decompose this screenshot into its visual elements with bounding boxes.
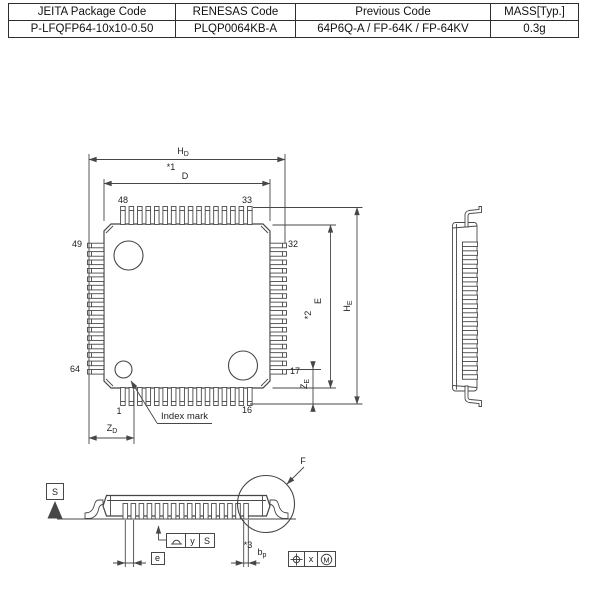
pin-number-33: 33: [241, 195, 252, 205]
pin-number-32: 32: [287, 239, 298, 249]
dim-label-he: HE: [342, 300, 354, 312]
side-bottom-lead: [464, 385, 482, 407]
position-symbol-icon: [289, 552, 304, 566]
renesas-code-value: PLQP0064KB-A: [175, 20, 296, 38]
side-top-lead: [464, 206, 482, 228]
pin-number-17: 17: [289, 366, 300, 376]
fcf-position-tolerance: x: [304, 552, 317, 566]
dim-label-bp: bp: [257, 547, 267, 560]
corner-mark-circle: [227, 350, 259, 381]
previous-code-value: 64P6Q-A / FP-64K / FP-64KV: [295, 20, 491, 38]
svg-text:M: M: [323, 555, 329, 564]
pins-right: [269, 242, 287, 375]
table-value-row: P-LFQFP64-10x10-0.50 PLQP0064KB-A 64P6Q-…: [8, 20, 579, 38]
mass-value: 0.3g: [490, 20, 579, 38]
detail-label-f: F: [300, 456, 306, 466]
seating-plane-symbol-icon: [167, 534, 185, 547]
package-info-table: JEITA Package Code RENESAS Code Previous…: [8, 3, 579, 38]
dim-label-e: E: [313, 298, 323, 305]
pins-left: [87, 242, 105, 375]
pin-number-48: 48: [117, 195, 128, 205]
dim-label-d: D: [181, 171, 189, 181]
top-view: [87, 154, 363, 444]
dim-label-hd: HD: [177, 146, 189, 159]
dim-note-2: *2: [303, 310, 313, 320]
pitch-e-box: e: [150, 551, 165, 565]
pin-number-1: 1: [116, 406, 122, 416]
pins-bottom: [120, 387, 253, 406]
pin-number-64: 64: [69, 364, 80, 374]
front-leads: [122, 503, 249, 520]
pins-top: [120, 206, 253, 225]
fcf-seating-tolerance: y: [185, 534, 199, 547]
pin-number-49: 49: [71, 239, 82, 249]
index-mark-circle: [114, 360, 133, 379]
index-mark-leader: [130, 380, 158, 424]
pin-number-16: 16: [241, 405, 252, 415]
front-right-lead: [269, 499, 289, 519]
dim-label-ze: ZE: [299, 378, 311, 390]
detail-f-leader: [286, 466, 305, 485]
dim-note-1: *1: [166, 162, 176, 172]
fcf-seating-datum: S: [199, 534, 214, 547]
dim-note-3: *3: [243, 540, 253, 550]
fcf-lead-position: x M: [288, 551, 336, 567]
side-view: [452, 206, 482, 407]
fcf-seating-plane: y S: [166, 533, 215, 548]
dim-label-zd: ZD: [106, 423, 118, 436]
side-leads: [462, 241, 478, 380]
pin1-area-circle: [113, 240, 144, 271]
jeita-code-value: P-LFQFP64-10x10-0.50: [8, 20, 176, 38]
m-circle-icon: M: [317, 552, 335, 566]
front-view: [47, 466, 305, 567]
index-mark-label: Index mark: [161, 411, 208, 422]
datum-triangle-icon: [47, 501, 63, 519]
detail-circle-f: [236, 474, 296, 534]
datum-s-box: S: [46, 483, 64, 500]
front-left-lead: [84, 499, 104, 519]
